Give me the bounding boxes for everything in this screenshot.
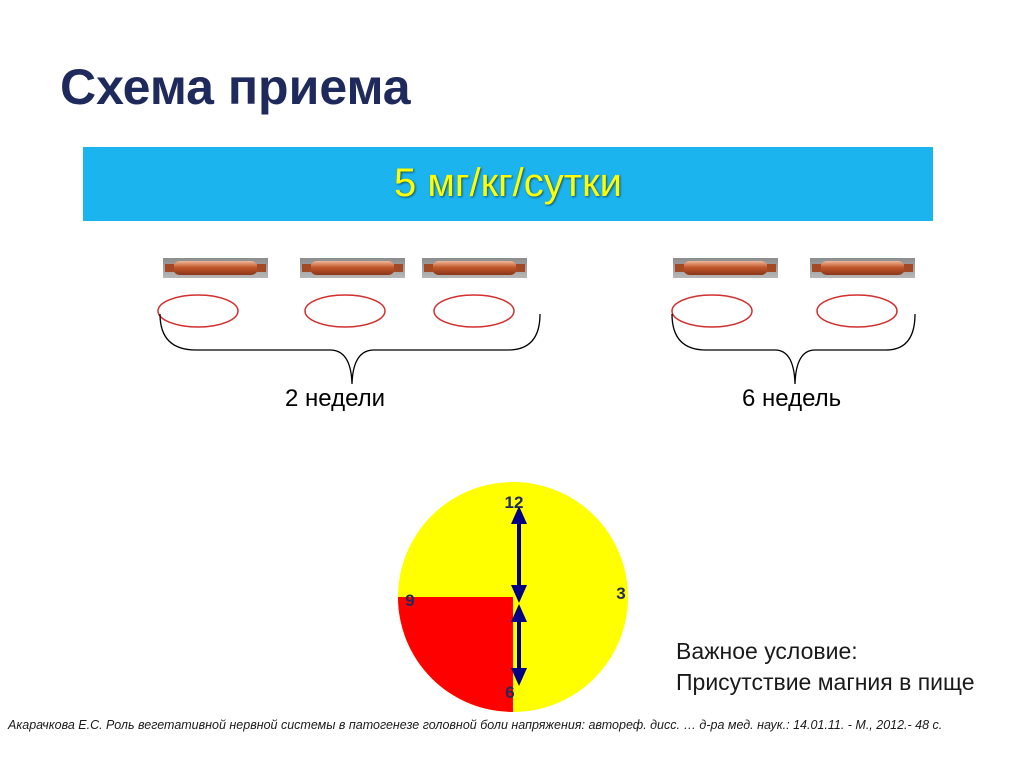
capsule-image bbox=[163, 258, 268, 278]
reference-footnote: Акарачкова Е.С. Роль вегетативной нервно… bbox=[8, 718, 943, 732]
clock-label-12: 12 bbox=[505, 493, 524, 512]
curly-brace bbox=[671, 313, 916, 385]
capsule-image bbox=[422, 258, 527, 278]
capsule-image bbox=[300, 258, 405, 278]
dose-text: 5 мг/кг/сутки bbox=[394, 161, 622, 205]
capsule-group-6-weeks bbox=[671, 258, 916, 385]
capsule-image bbox=[810, 258, 915, 278]
clock-red-segment bbox=[398, 597, 513, 712]
capsule-group-2-weeks bbox=[157, 258, 541, 385]
dose-ellipse bbox=[816, 294, 898, 328]
condition-heading: Важное условие: bbox=[676, 638, 858, 664]
condition-text: Присутствие магния в пище bbox=[676, 669, 975, 695]
period-label-2-weeks: 2 недели bbox=[285, 385, 386, 412]
dose-ellipse bbox=[304, 294, 386, 328]
period-label-6-weeks: 6 недель bbox=[742, 385, 842, 412]
dose-banner: 5 мг/кг/сутки bbox=[83, 147, 933, 221]
slide-title: Схема приема bbox=[60, 59, 411, 115]
capsule-image bbox=[673, 258, 778, 278]
dose-ellipse bbox=[157, 294, 239, 328]
clock-label-9: 9 bbox=[405, 591, 414, 610]
curly-brace bbox=[159, 313, 541, 385]
clock-label-6: 6 bbox=[505, 683, 514, 702]
dose-ellipse bbox=[433, 294, 515, 328]
important-condition: Важное условие: Присутствие магния в пищ… bbox=[676, 636, 974, 698]
dose-ellipse bbox=[671, 294, 753, 328]
clock-label-3: 3 bbox=[616, 584, 625, 603]
clock-hands bbox=[511, 506, 527, 686]
clock-diagram: 12 3 9 6 bbox=[398, 482, 628, 712]
